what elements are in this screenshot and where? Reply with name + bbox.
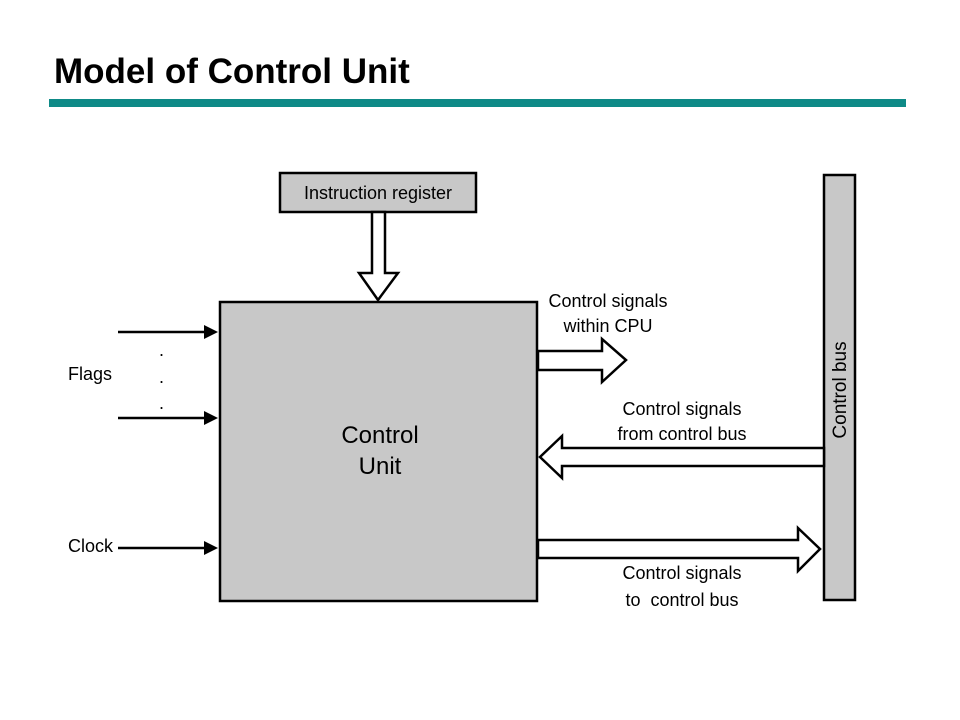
- instruction-register-box: [278, 171, 478, 214]
- instruction-register-label: Instruction register: [304, 183, 452, 203]
- signals-to-bus-label-line1: Control signals: [622, 563, 741, 583]
- control-unit-label-line1: Control: [341, 422, 418, 449]
- flags-ellipsis-dot-2: .: [159, 367, 164, 387]
- signals-from-bus-label-line1: Control signals: [622, 399, 741, 419]
- signals-within-cpu-arrow: [536, 336, 628, 385]
- flag-input-arrow-bottom: [118, 411, 218, 425]
- flags-label: Flags: [68, 364, 112, 384]
- flag-input-arrow-top: [118, 325, 218, 339]
- signals-from-bus-arrow: [538, 433, 826, 481]
- title-rule: [49, 99, 906, 107]
- clock-label: Clock: [68, 536, 114, 556]
- slide-title: Model of Control Unit: [54, 52, 410, 91]
- signals-to-bus-label-line2: to control bus: [625, 590, 738, 610]
- signals-from-bus-label-line2: from control bus: [617, 424, 746, 444]
- signals-within-cpu-label-line1: Control signals: [548, 291, 667, 311]
- flags-ellipsis-dot-3: .: [159, 393, 164, 413]
- ir-to-control-unit-arrow: [356, 210, 401, 303]
- signals-within-cpu-label-line2: within CPU: [562, 316, 652, 336]
- flags-ellipsis-dot-1: .: [159, 340, 164, 360]
- control-unit-box: [218, 300, 539, 603]
- control-unit-label-line2: Unit: [359, 453, 402, 480]
- signals-to-bus-arrow: [536, 525, 822, 575]
- control-bus-bar: [822, 173, 857, 602]
- clock-input-arrow: [118, 541, 218, 555]
- control-bus-label: Control bus: [830, 341, 851, 438]
